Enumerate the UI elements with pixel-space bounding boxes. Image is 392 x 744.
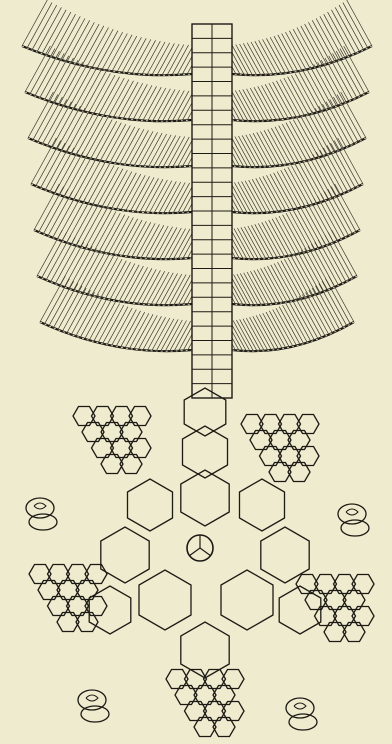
central-stem	[192, 24, 232, 398]
